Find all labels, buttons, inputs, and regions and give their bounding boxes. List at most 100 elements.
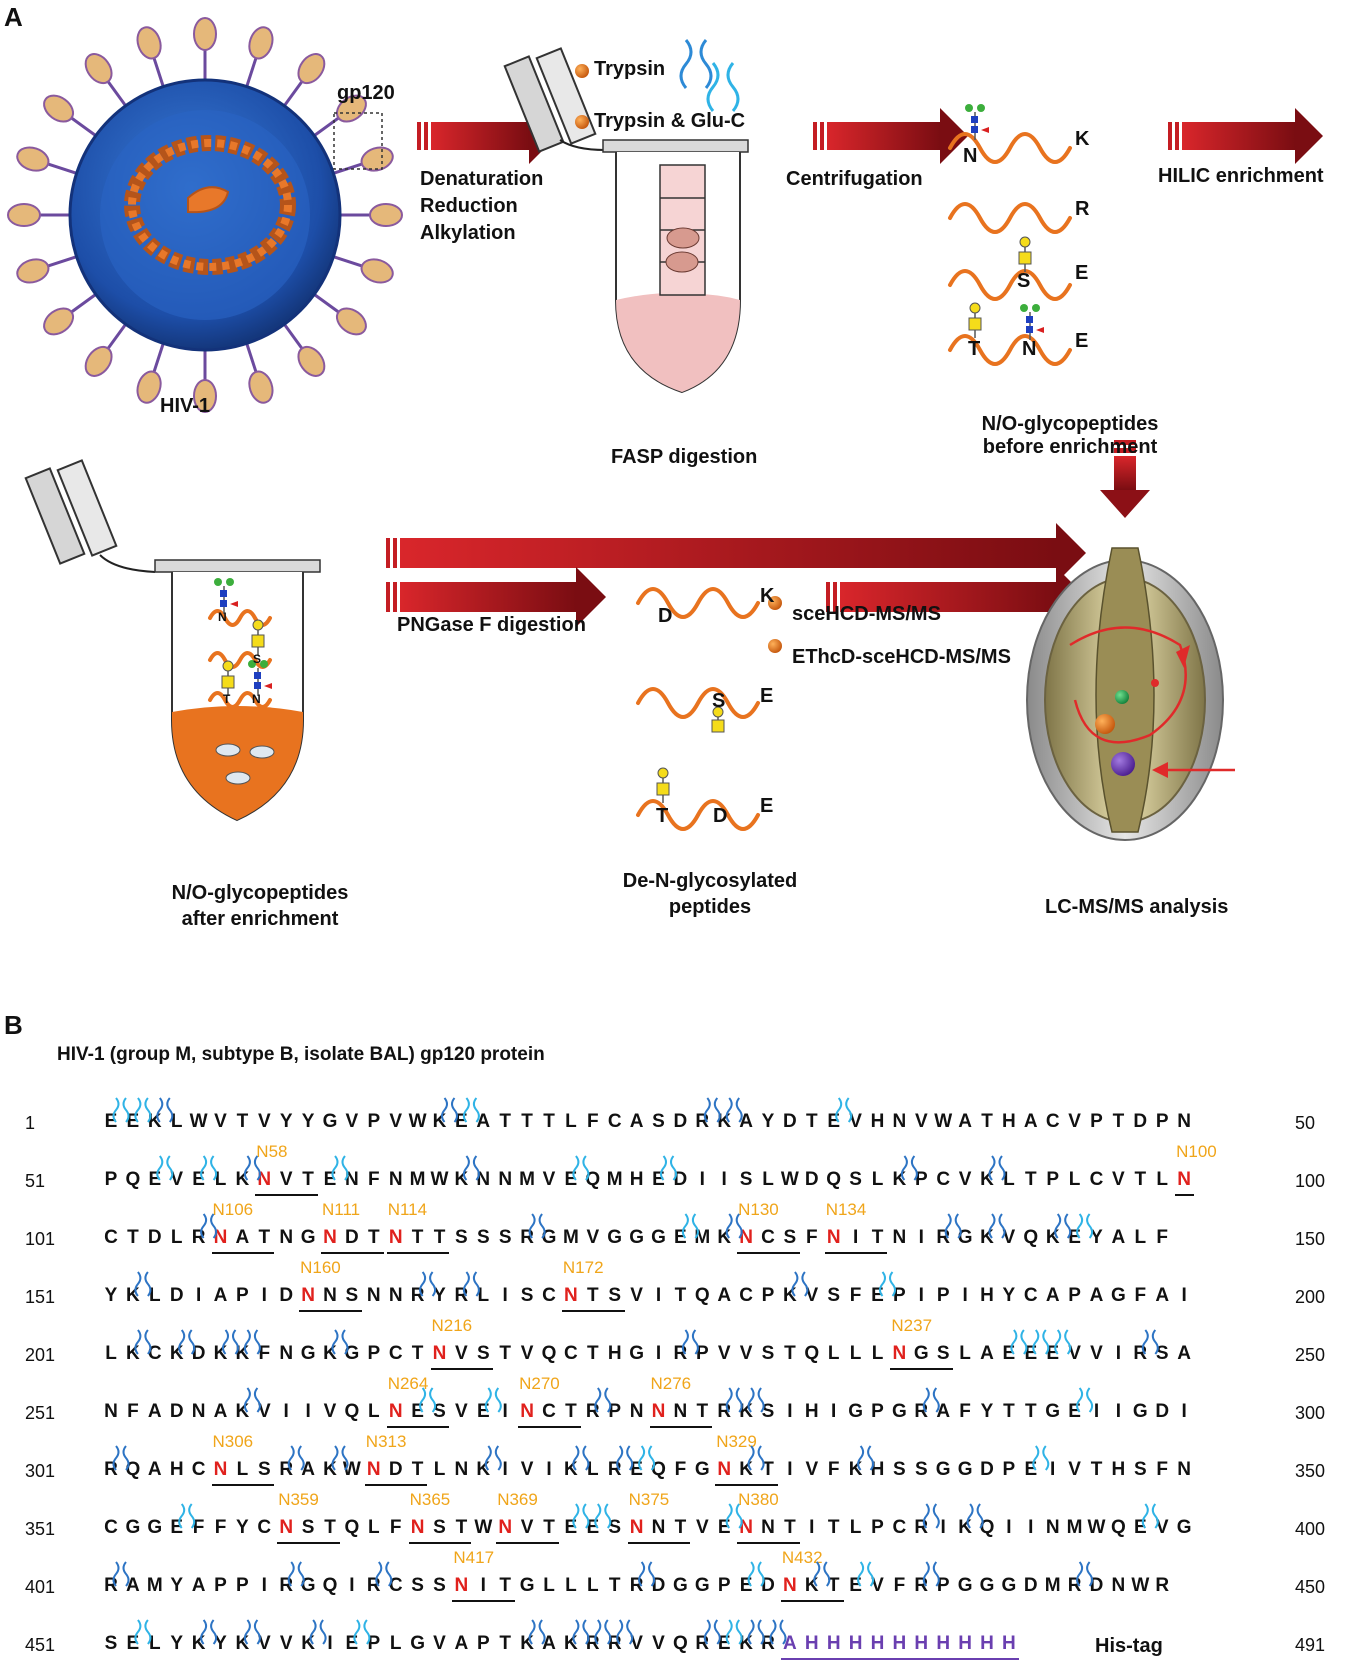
his-tag-label: His-tag: [1095, 1635, 1163, 1657]
amino-acid: N: [388, 1401, 403, 1422]
amino-acid: Y: [170, 1633, 184, 1654]
glycosite-label: N369: [497, 1490, 538, 1509]
amino-acid: C: [1045, 1111, 1060, 1132]
amino-acid: M: [409, 1169, 426, 1190]
amino-acid: L: [1156, 1169, 1168, 1190]
amino-acid: I: [502, 1459, 508, 1480]
amino-acid: N: [323, 1227, 337, 1248]
amino-acid: G: [848, 1401, 863, 1422]
gp120-spike: [16, 146, 50, 172]
amino-acid: I: [327, 1633, 333, 1654]
amino-acid: W: [934, 1111, 953, 1132]
amino-acid: T: [302, 1169, 314, 1190]
row-end-number: 400: [1295, 1519, 1326, 1539]
residue-letter: K: [760, 585, 775, 607]
amino-acid: S: [1133, 1459, 1147, 1480]
amino-acid: F: [1156, 1459, 1168, 1480]
workflow-arrows: [386, 108, 1323, 627]
amino-acid: N: [717, 1459, 732, 1480]
amino-acid: T: [499, 1111, 511, 1132]
residue-letter: N: [1022, 338, 1037, 360]
amino-acid: V: [257, 1633, 271, 1654]
gp120-spike: [193, 379, 217, 413]
pngase-label: PNGase F digestion: [397, 614, 586, 636]
amino-acid: F: [192, 1517, 205, 1538]
glycosite-label: N365: [409, 1490, 451, 1509]
amino-acid: P: [1046, 1169, 1060, 1190]
amino-acid: G: [935, 1459, 951, 1480]
amino-acid: G: [694, 1575, 710, 1596]
amino-acid: Y: [1002, 1285, 1016, 1306]
amino-acid: H: [870, 1633, 885, 1654]
amino-acid: I: [809, 1517, 815, 1538]
cleavage-site-icons: [156, 1155, 1006, 1181]
row-start-number: 201: [25, 1345, 56, 1365]
amino-acid: H: [804, 1401, 819, 1422]
row-end-number: 100: [1295, 1171, 1326, 1191]
amino-acid: P: [1155, 1111, 1169, 1132]
glycosite-label: N306: [212, 1432, 254, 1451]
amino-acid: R: [1155, 1575, 1170, 1596]
amino-acid: A: [191, 1575, 206, 1596]
gp120-spike: [369, 203, 403, 227]
glycosite-label: N380: [738, 1490, 779, 1509]
amino-acid: L: [1003, 1169, 1015, 1190]
row-start-number: 351: [25, 1519, 56, 1539]
amino-acid: P: [893, 1285, 906, 1306]
amino-acid: P: [476, 1633, 490, 1654]
cleavage-site-icons: [134, 1619, 787, 1645]
amino-acid: A: [980, 1343, 994, 1364]
amino-acid: P: [695, 1343, 709, 1364]
amino-acid: A: [1045, 1285, 1060, 1306]
amino-acid: H: [892, 1633, 907, 1654]
amino-acid: C: [739, 1285, 753, 1306]
deglyco-line1: De-N-glycosylated: [622, 870, 798, 892]
amino-acid: I: [305, 1401, 311, 1422]
sequon-underline: [824, 1252, 888, 1254]
amino-acid: Y: [761, 1111, 775, 1132]
amino-acid: H: [1002, 1111, 1016, 1132]
amino-acid: P: [236, 1575, 249, 1596]
amino-acid: C: [892, 1517, 907, 1538]
amino-acid: L: [565, 1575, 577, 1596]
gp120-spike: [136, 26, 162, 60]
amino-acid: L: [586, 1459, 599, 1480]
glycosite-label: N114: [387, 1200, 428, 1219]
amino-acid: A: [1089, 1285, 1104, 1306]
sequon-underline: [321, 1252, 384, 1254]
amino-acid: A: [454, 1633, 469, 1654]
amino-acid: T: [586, 1343, 599, 1364]
amino-acid: L: [148, 1285, 161, 1306]
hiv-label: HIV-1: [160, 395, 211, 417]
residue-letter: E: [760, 685, 774, 707]
amino-acid: C: [104, 1517, 118, 1538]
amino-acid: L: [849, 1343, 862, 1364]
amino-acid: N: [629, 1401, 644, 1422]
amino-acid: T: [411, 1459, 424, 1480]
amino-acid: S: [476, 1227, 490, 1248]
amino-acid: T: [433, 1227, 446, 1248]
amino-acid: S: [301, 1517, 315, 1538]
amino-acid: H: [169, 1459, 184, 1480]
amino-acid: D: [804, 1169, 819, 1190]
amino-acid: T: [455, 1517, 468, 1538]
amino-acid: M: [146, 1575, 163, 1596]
amino-acid: T: [674, 1285, 687, 1306]
amino-acid: N: [892, 1343, 907, 1364]
amino-acid: A: [1177, 1343, 1191, 1364]
amino-acid: I: [195, 1285, 202, 1306]
row-end-number: 50: [1295, 1113, 1316, 1133]
amino-acid: I: [1115, 1343, 1122, 1364]
cleavage-site-icons: [243, 1387, 1094, 1413]
hilic-label: HILIC enrichment: [1158, 165, 1324, 187]
row-start-number: 101: [25, 1229, 56, 1249]
trypsin-gluc-label: Trypsin & Glu-C: [594, 110, 746, 132]
amino-acid: S: [914, 1459, 928, 1480]
gp120-spike: [7, 203, 41, 227]
amino-acid: A: [958, 1111, 972, 1132]
amino-acid: N: [629, 1517, 644, 1538]
